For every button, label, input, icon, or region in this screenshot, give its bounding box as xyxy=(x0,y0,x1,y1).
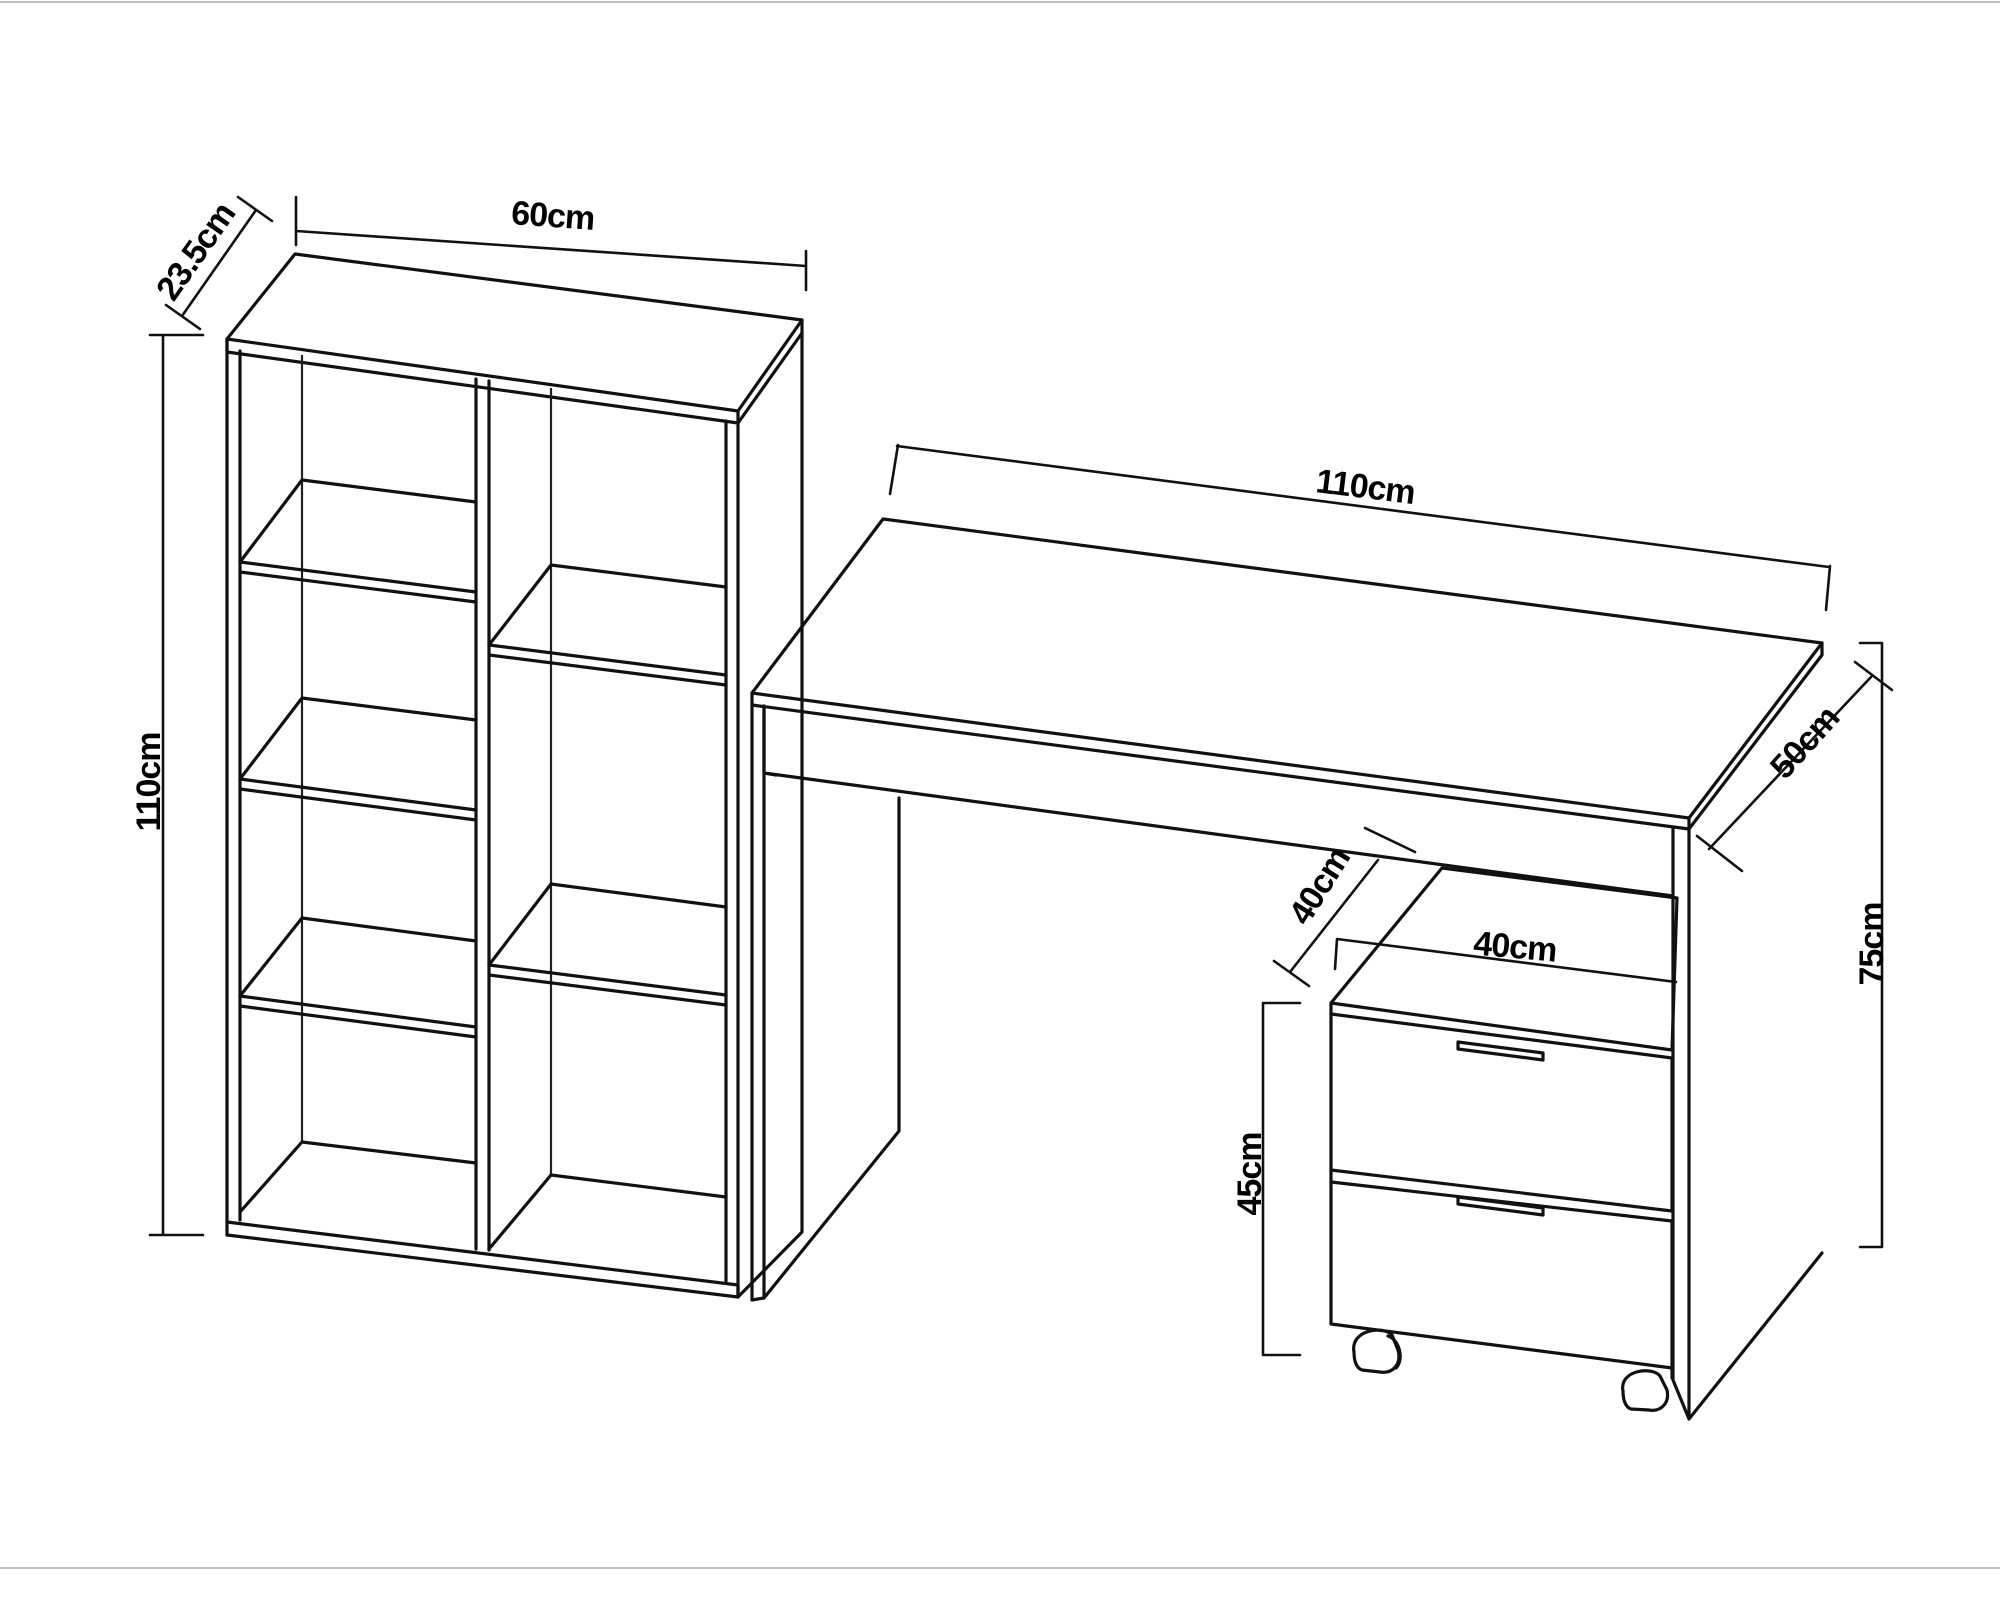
bookshelf-top xyxy=(225,252,804,413)
desk-left-leg xyxy=(750,703,901,1302)
left-column-shelves xyxy=(238,478,478,1214)
label-desk-height: 75cm xyxy=(1853,903,1891,986)
desk-top xyxy=(750,517,1824,820)
dimension-lines xyxy=(148,195,1894,1357)
bookshelf xyxy=(225,252,804,1299)
top-drawer-handle xyxy=(1456,1040,1545,1062)
top-drawer xyxy=(1329,1012,1674,1213)
dimension-labels: 23.5cm 60cm 110cm 110cm 50cm 75cm 40cm 4… xyxy=(130,194,1891,1215)
desk xyxy=(750,517,1824,1421)
drawer-unit-top xyxy=(1329,866,1679,1052)
label-desk-depth: 50cm xyxy=(1763,699,1847,786)
label-drawer-depth: 40cm xyxy=(1282,841,1358,931)
label-drawer-width: 40cm xyxy=(1472,924,1558,969)
desk-right-leg xyxy=(1671,825,1824,1421)
label-shelf-height: 110cm xyxy=(130,733,168,832)
right-column-shelves xyxy=(487,563,728,1251)
bottom-drawer-handle xyxy=(1456,1195,1545,1217)
casters xyxy=(1352,1328,1670,1412)
bookshelf-right-side xyxy=(736,331,804,1299)
drawer-unit xyxy=(1329,866,1679,1412)
label-shelf-width: 60cm xyxy=(510,194,595,238)
bookshelf-divider xyxy=(474,377,491,1252)
label-drawer-height: 45cm xyxy=(1231,1133,1269,1216)
label-desk-width: 110cm xyxy=(1314,462,1417,512)
label-shelf-depth: 23.5cm xyxy=(149,196,243,307)
